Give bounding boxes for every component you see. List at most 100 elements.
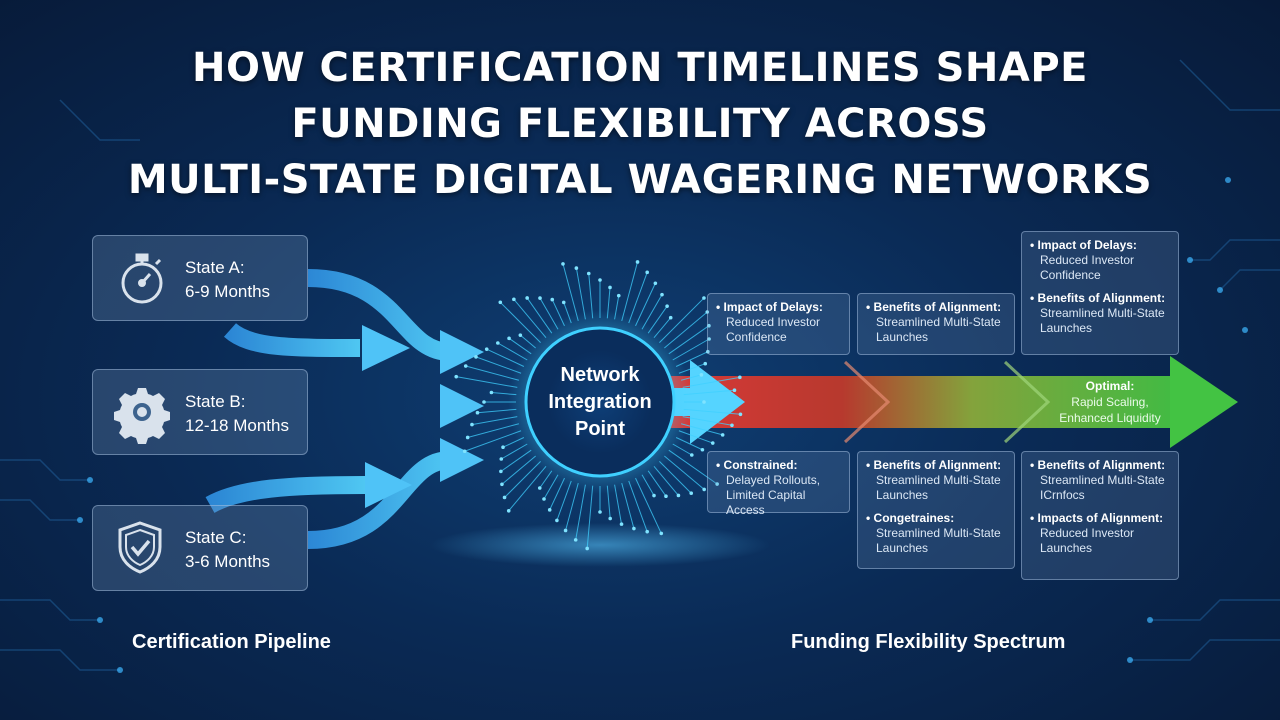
hub-ray-dot (664, 494, 668, 499)
hub-ray-dot (475, 410, 480, 415)
hub-ray-dot (484, 347, 489, 351)
caption-certification-pipeline: Certification Pipeline (132, 631, 331, 653)
info-heading: Benefits of Alignment: (866, 300, 1006, 315)
gear-icon (114, 388, 170, 444)
hub-label: Network Integration Point (520, 362, 680, 443)
hub-ray (562, 263, 579, 321)
info-heading: Impact of Delays: (1030, 238, 1170, 253)
hub-ray (565, 483, 579, 531)
hub-ray-dot (645, 529, 649, 534)
hub-ray-dot (499, 469, 503, 474)
state-card-b: State B: 12-18 Months (92, 369, 308, 455)
hub-ray-dot (635, 260, 640, 264)
hub-ray-dot (732, 388, 737, 393)
info-row: Impacts of Alignment: Reduced Investor L… (1030, 511, 1170, 556)
hub-ray-dot (608, 516, 612, 521)
hub-ray (464, 430, 522, 452)
hub-ray (628, 272, 648, 324)
hub-ray-dot (702, 400, 706, 404)
hub-ray (499, 301, 541, 343)
hub-ray-dot (598, 278, 602, 282)
info-row: Congetraines: Streamlined Multi-State La… (866, 511, 1006, 556)
hub-ray (456, 376, 518, 388)
hub-ray-dot (507, 336, 511, 341)
hub-ray-dot (715, 482, 719, 486)
hub-ray-dot (619, 522, 624, 526)
hub-ray-dot (561, 300, 566, 305)
hub-ray (628, 480, 648, 532)
info-row: Benefits of Alignment: Streamlined Multi… (1030, 291, 1170, 336)
hub-ray (668, 449, 718, 485)
hub-ray-dot (470, 422, 474, 427)
hub-label-line-3: Point (575, 418, 625, 440)
hub-ray-dot (574, 266, 579, 270)
hub-ray (586, 485, 594, 549)
info-row: Impact of Delays: Reduced Investor Confi… (716, 300, 841, 345)
hub-ray-dot (498, 300, 503, 305)
hub-ray (513, 299, 547, 338)
hub-ray-dot (500, 482, 504, 487)
hub-ray-dot (550, 297, 555, 302)
hub-ray (508, 466, 547, 512)
hub-ray-dot (707, 337, 711, 341)
hub-ray-dot (702, 487, 706, 492)
hub-ray-dot (689, 453, 694, 457)
info-box-bottom-left: Constrained: Delayed Rollouts, Limited C… (707, 451, 850, 517)
info-heading: Impact of Delays: (716, 300, 841, 315)
hub-ray-dot (710, 441, 715, 445)
hub-ray-dot (454, 374, 459, 379)
hub-ray-dot (573, 538, 578, 542)
info-heading: Impacts of Alignment: (1030, 511, 1170, 526)
optimal-line-1: Rapid Scaling, (1071, 395, 1149, 409)
hub-ray-dot (659, 531, 664, 536)
hub-ray-dot (547, 508, 552, 512)
optimal-line-2: Enhanced Liquidity (1059, 411, 1161, 425)
hub-ray-dot (563, 528, 568, 533)
hub-ray (465, 365, 519, 381)
info-text: Reduced Investor Confidence (1040, 253, 1135, 282)
hub-ray-dot (699, 373, 704, 377)
state-a-name: State A: (185, 258, 245, 277)
optimal-label: Optimal: Rapid Scaling, Enhanced Liquidi… (1040, 378, 1180, 426)
hub-ray-dot (665, 304, 669, 308)
info-heading: Benefits of Alignment: (866, 458, 1006, 473)
pipeline-arrows (205, 269, 451, 549)
shield-check-icon (118, 521, 162, 574)
hub-ray (664, 311, 708, 349)
hub-ray-dot (518, 333, 523, 337)
hub-ray-dot (538, 296, 542, 300)
info-box-bottom-right: Benefits of Alignment: Streamlined Multi… (1021, 451, 1179, 580)
hub-ray-dot (645, 270, 649, 275)
info-heading: Constrained: (716, 458, 841, 473)
hub-ray-dot (676, 493, 681, 498)
circuit-traces (0, 59, 1280, 671)
hub-ray-dot (586, 271, 591, 276)
info-text: Streamlined Multi-State Launches (876, 526, 1001, 555)
hub-ray (504, 461, 541, 498)
hub-ray (683, 389, 735, 396)
circuit-dots (77, 177, 1248, 673)
optimal-heading: Optimal: (1085, 379, 1135, 393)
hub-ray-dot (462, 449, 467, 454)
info-text: Streamlined Multi-State ICrnfocs (1040, 473, 1165, 502)
hub-ray-dot (730, 423, 734, 428)
info-text: Streamlined Multi-State Launches (876, 315, 1001, 344)
state-a-timeline: 6-9 Months (185, 282, 271, 301)
hub-ray-dot (482, 400, 486, 404)
hub-ray-dot (585, 546, 589, 551)
hub-ray-dot (705, 310, 710, 314)
state-c-name: State C: (185, 528, 247, 547)
info-text: Reduced Investor Confidence (726, 315, 821, 344)
info-box-bottom-mid: Benefits of Alignment: Streamlined Multi… (857, 451, 1015, 569)
info-heading: Benefits of Alignment: (1030, 458, 1170, 473)
info-heading: Benefits of Alignment: (1030, 291, 1170, 306)
hub-ray-dot (501, 445, 505, 450)
hub-ray-dot (668, 315, 673, 320)
hub-ray-dot (499, 457, 504, 461)
hub-ray-dot (652, 493, 656, 498)
hub-ray-dot (700, 447, 705, 452)
hub-ray (668, 325, 710, 355)
title-line-3: MULTI-STATE DIGITAL WAGERING NETWORKS (127, 157, 1153, 203)
state-card-c: State C: 3-6 Months (92, 505, 308, 591)
